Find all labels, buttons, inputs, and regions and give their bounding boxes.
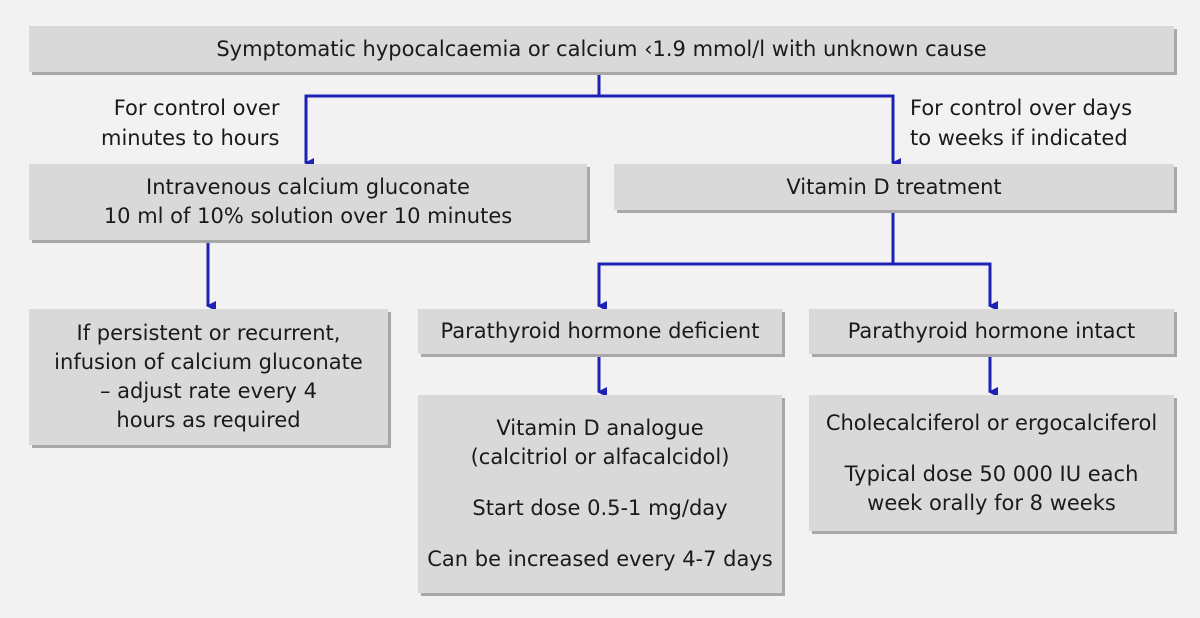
node-vitamin-d-treatment: Vitamin D treatment [614, 164, 1174, 210]
node-cholecalciferol: Cholecalciferol or ergocalciferol Typica… [809, 395, 1174, 531]
connector-top-right [599, 94, 901, 168]
node-pth-intact: Parathyroid hormone intact [809, 309, 1174, 354]
connector-top-split [304, 72, 601, 168]
node-iv-calcium: Intravenous calcium gluconate 10 ml of 1… [29, 164, 587, 240]
node-top: Symptomatic hypocalcaemia or calcium ‹1.… [29, 26, 1174, 72]
connector-vitd-right [893, 262, 998, 311]
node-pth-deficient: Parathyroid hormone deficient [418, 309, 782, 354]
node-infusion: If persistent or recurrent, infusion of … [29, 309, 388, 445]
node-vitamin-d-analogue: Vitamin D analogue (calcitriol or alfaca… [418, 395, 782, 593]
node-top-line: Symptomatic hypocalcaemia or calcium ‹1.… [216, 36, 987, 61]
edge-label-right: For control over days to weeks if indica… [910, 96, 1133, 150]
edge-label-left: For control over minutes to hours [101, 96, 280, 150]
connector-vitd-split [597, 210, 895, 311]
